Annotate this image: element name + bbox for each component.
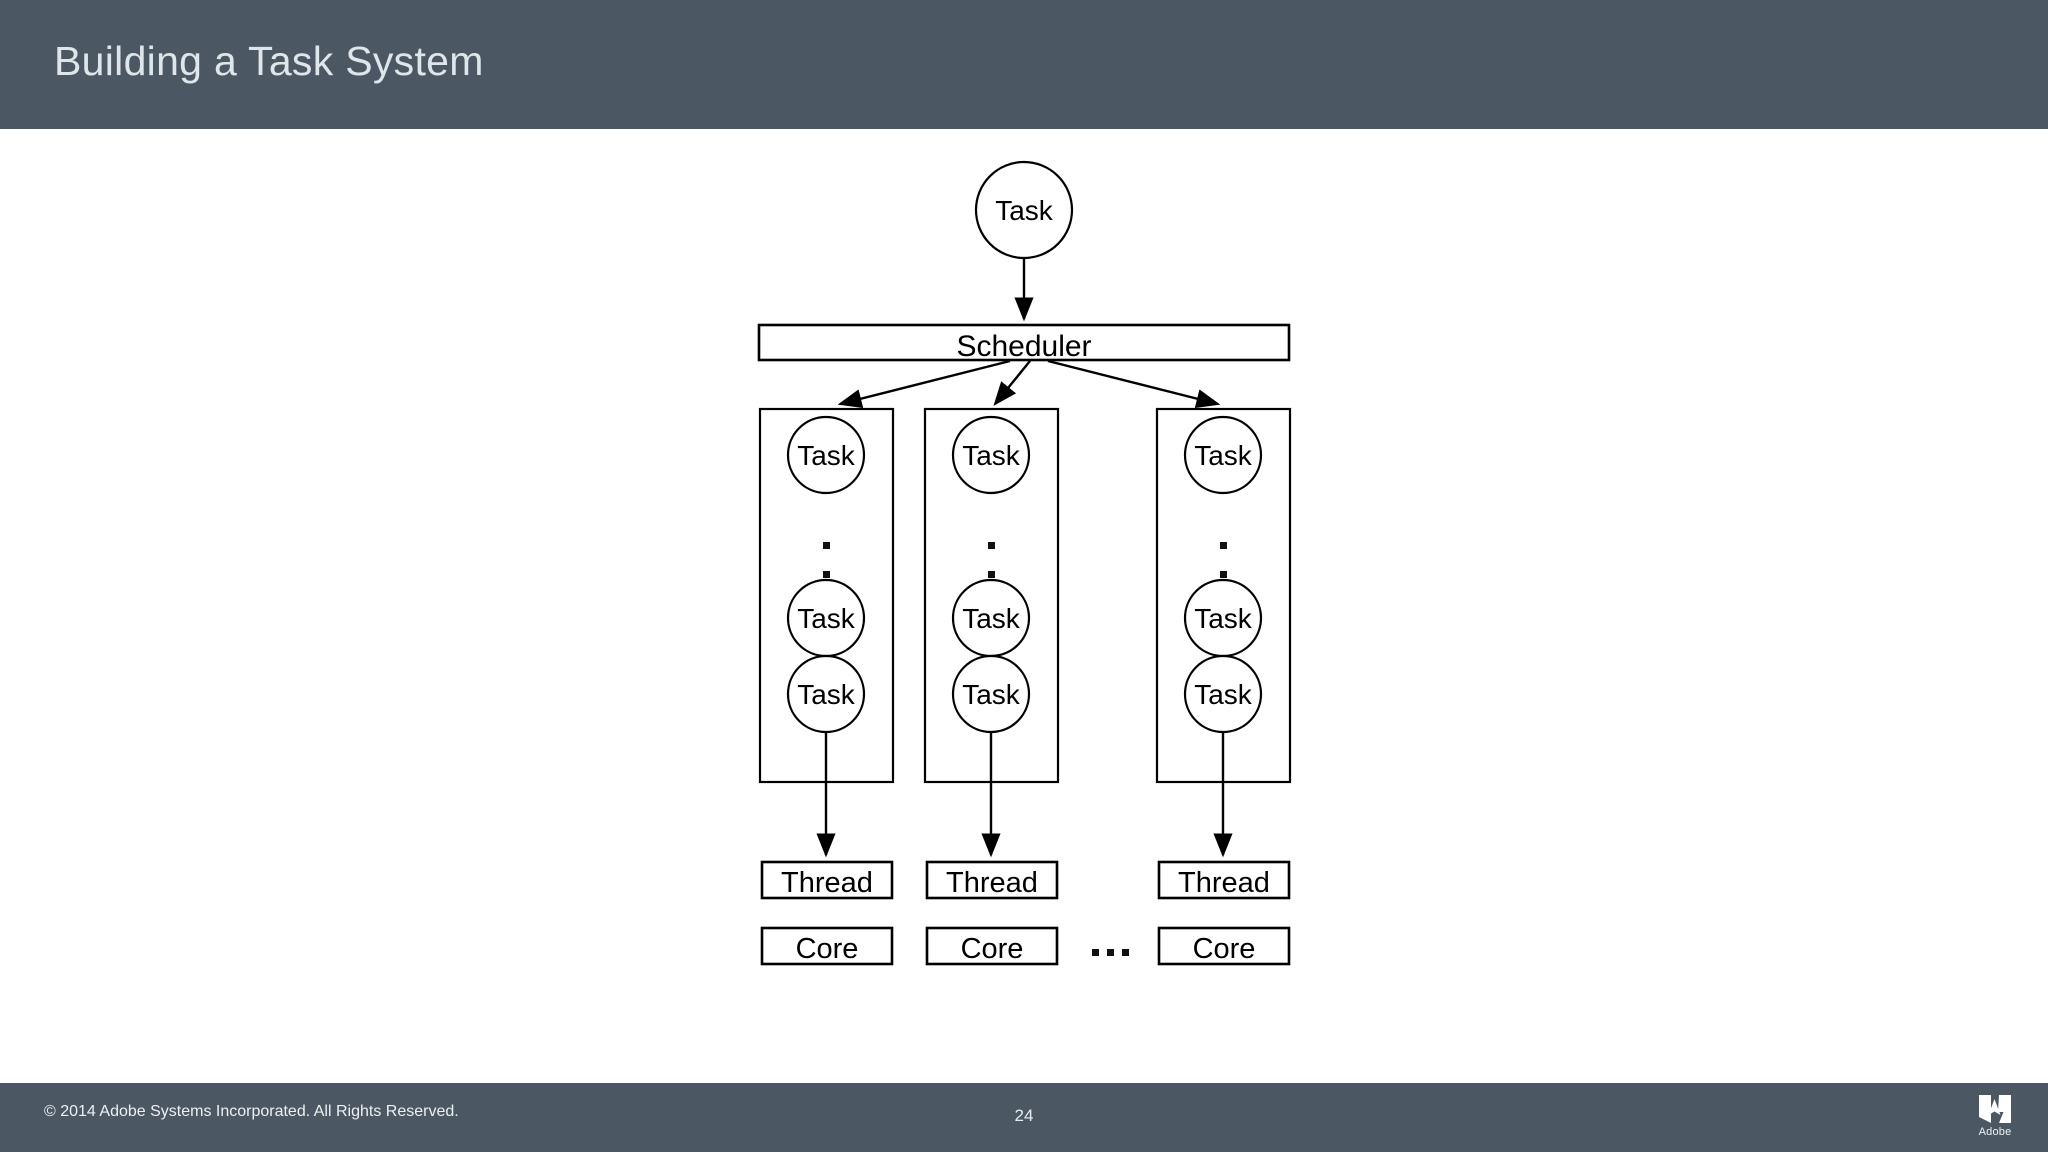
arrow-scheduler-to-queue-3	[1047, 359, 1221, 409]
queue-3-dot-1	[1220, 542, 1227, 549]
queue-1-task-circle-3	[786, 654, 866, 734]
queue-1-dot-1	[823, 542, 830, 549]
queue-2-task-circle-3	[951, 654, 1031, 734]
queue-3-task-circle-1	[1183, 415, 1263, 495]
copyright-notice: © 2014 Adobe Systems Incorporated. All R…	[44, 1103, 459, 1120]
core-box-1	[760, 926, 894, 966]
queue-2-dot-2	[988, 571, 995, 578]
page-title: Building a Task System	[54, 38, 484, 84]
thread-box-2	[925, 860, 1059, 900]
queue-1-dot-2	[823, 571, 830, 578]
incoming-task-circle	[974, 160, 1074, 260]
task-system-diagram: Task Scheduler Task Task Task Thread Cor…	[0, 129, 2048, 1083]
queue-1-task-circle-2	[786, 578, 866, 658]
arrow-scheduler-to-queue-2	[993, 360, 1031, 406]
core-ellipsis-dot-1	[1092, 949, 1099, 956]
core-box-2	[925, 926, 1059, 966]
thread-box-3	[1157, 860, 1291, 900]
page-number: 24	[1014, 1106, 1034, 1125]
scheduler-box	[757, 323, 1291, 362]
slide-header: Building a Task System	[0, 0, 2048, 129]
adobe-wordmark-label: Adobe	[1978, 1126, 2012, 1138]
core-box-3	[1157, 926, 1291, 966]
queue-3-dot-2	[1220, 571, 1227, 578]
adobe-logo-icon: Adobe	[1964, 1093, 2026, 1145]
slide-footer: © 2014 Adobe Systems Incorporated. All R…	[0, 1083, 2048, 1152]
core-ellipsis-dot-3	[1122, 949, 1129, 956]
arrow-scheduler-to-queue-1	[837, 359, 1011, 409]
diagram-vector-layer	[757, 160, 1292, 966]
queue-2-dot-1	[988, 542, 995, 549]
slide-body: Task Scheduler Task Task Task Thread Cor…	[0, 129, 2048, 1083]
core-ellipsis-dot-2	[1107, 949, 1114, 956]
queue-2-task-circle-1	[951, 415, 1031, 495]
thread-box-1	[760, 860, 894, 900]
queue-2-task-circle-2	[951, 578, 1031, 658]
adobe-a-mark-icon	[1979, 1095, 2011, 1123]
queue-1-task-circle-1	[786, 415, 866, 495]
queue-3-task-circle-2	[1183, 578, 1263, 658]
queue-3-task-circle-3	[1183, 654, 1263, 734]
